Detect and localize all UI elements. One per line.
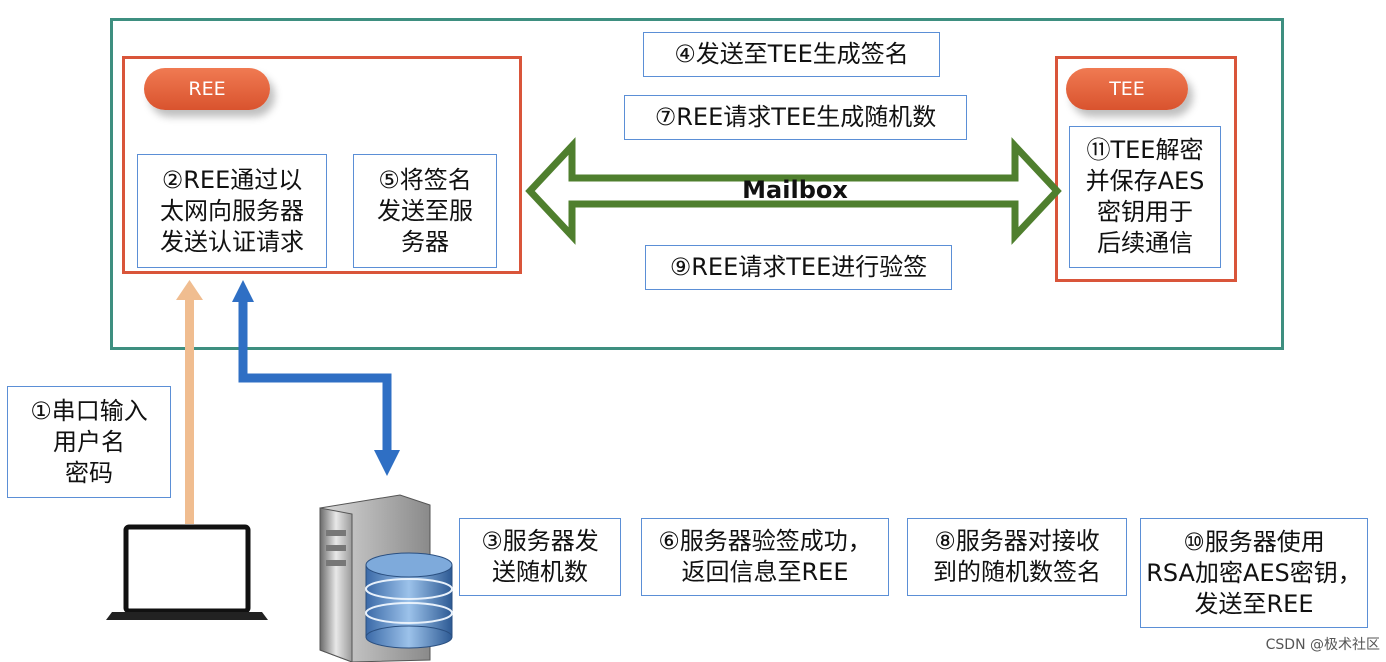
ethernet-arrow-path xyxy=(238,300,392,452)
mailbox-double-arrow xyxy=(525,137,1062,245)
step-2-box: ②REE通过以 太网向服务器 发送认证请求 xyxy=(137,154,327,268)
mailbox-label: Mailbox xyxy=(742,176,848,204)
ree-frame xyxy=(122,56,522,274)
step-4-box: ④发送至TEE生成签名 xyxy=(643,32,940,77)
step-1-box: ①串口输入 用户名 密码 xyxy=(7,386,171,498)
step-3-box: ③服务器发 送随机数 xyxy=(459,518,621,596)
step-8-box: ⑧服务器对接收 到的随机数签名 xyxy=(907,518,1127,596)
step-6-box: ⑥服务器验签成功， 返回信息至REE xyxy=(641,518,889,596)
watermark: CSDN @极术社区 xyxy=(1265,637,1380,653)
laptop-icon xyxy=(106,524,268,620)
ree-badge: REE xyxy=(144,68,270,110)
step-10-box: ⑩服务器使用 RSA加密AES密钥， 发送至REE xyxy=(1140,518,1368,628)
ethernet-arrow-head-down xyxy=(374,450,400,476)
step-11-box: ⑪TEE解密 并保存AES 密钥用于 后续通信 xyxy=(1069,126,1221,268)
step-5-box: ⑤将签名 发送至服 务器 xyxy=(353,154,497,268)
serial-arrow-head xyxy=(176,280,203,300)
server-database-icon xyxy=(319,494,453,662)
ethernet-arrow-head-up xyxy=(232,280,254,302)
step-7-box: ⑦REE请求TEE生成随机数 xyxy=(624,95,967,140)
system-outer-frame xyxy=(110,18,1284,350)
tee-badge: TEE xyxy=(1066,68,1188,110)
step-9-box: ⑨REE请求TEE进行验签 xyxy=(645,245,952,290)
tee-frame xyxy=(1055,56,1237,282)
serial-arrow-shaft xyxy=(185,296,194,524)
